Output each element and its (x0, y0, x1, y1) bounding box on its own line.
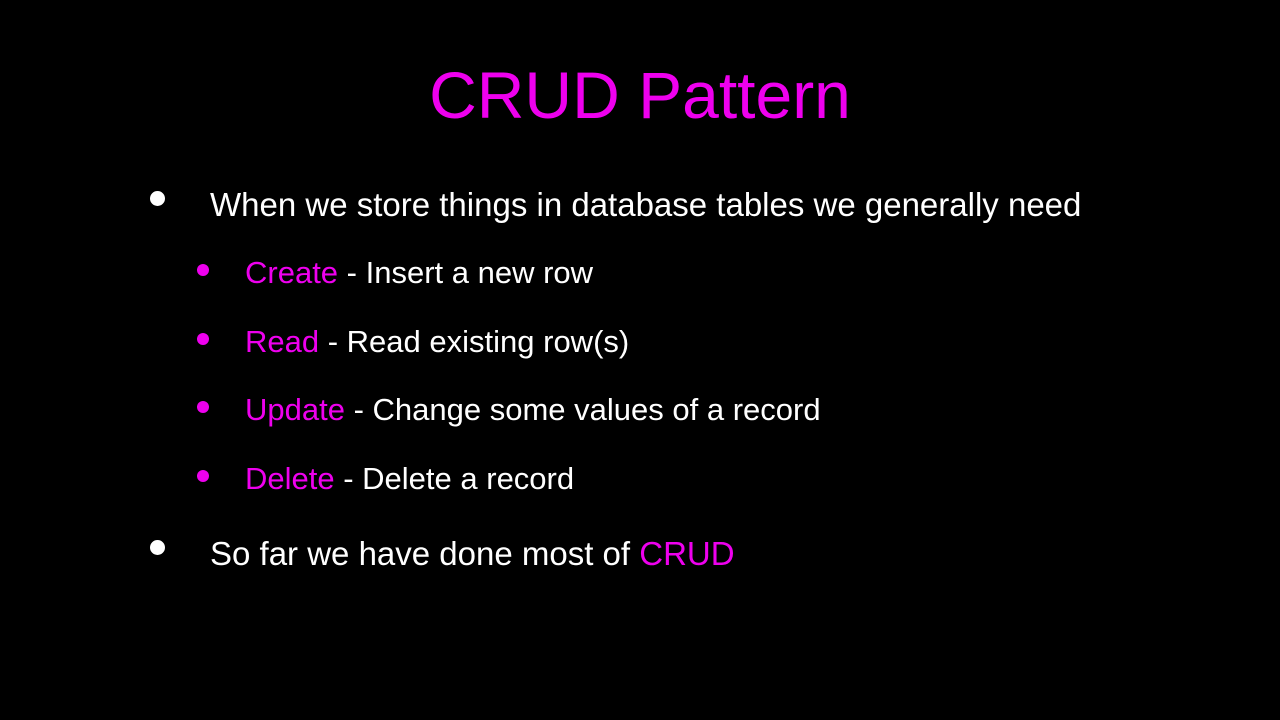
crud-term: Update (245, 392, 345, 428)
outro-prefix: So far we have done most of (210, 534, 640, 572)
crud-item-text: Update - Change some values of a record (245, 392, 821, 428)
list-item-create: Create - Insert a new row (197, 255, 1220, 291)
crud-sublist: Create - Insert a new row Read - Read ex… (150, 255, 1220, 497)
crud-term: Read (245, 323, 320, 359)
outro-highlight: CRUD (639, 534, 735, 572)
intro-bullet-row: When we store things in database tables … (150, 182, 1220, 228)
slide-title: CRUD Pattern (429, 58, 851, 132)
slide-body: When we store things in database tables … (0, 182, 1280, 577)
bullet-dot-icon (197, 401, 209, 414)
bullet-dot-icon (150, 539, 165, 555)
crud-item-text: Read - Read existing row(s) (245, 324, 629, 360)
crud-desc: - Insert a new row (346, 255, 594, 291)
list-item-update: Update - Change some values of a record (197, 392, 1220, 428)
crud-desc: - Read existing row(s) (327, 323, 630, 359)
crud-desc: - Change some values of a record (353, 392, 821, 428)
crud-desc: - Delete a record (343, 461, 575, 496)
crud-term: Create (245, 255, 339, 291)
list-item-delete: Delete - Delete a record (197, 461, 1220, 497)
bullet-dot-icon (197, 470, 209, 482)
crud-term: Delete (245, 461, 335, 496)
crud-item-text: Create - Insert a new row (245, 255, 593, 291)
list-item-read: Read - Read existing row(s) (197, 324, 1220, 360)
crud-item-text: Delete - Delete a record (245, 461, 574, 497)
outro-bullet-row: So far we have done most of CRUD (150, 531, 1220, 577)
outro-bullet-text: So far we have done most of CRUD (210, 531, 735, 577)
bullet-dot-icon (197, 264, 209, 277)
intro-bullet-text: When we store things in database tables … (210, 185, 1082, 223)
bullet-dot-icon (197, 332, 209, 345)
bullet-dot-icon (150, 190, 165, 206)
